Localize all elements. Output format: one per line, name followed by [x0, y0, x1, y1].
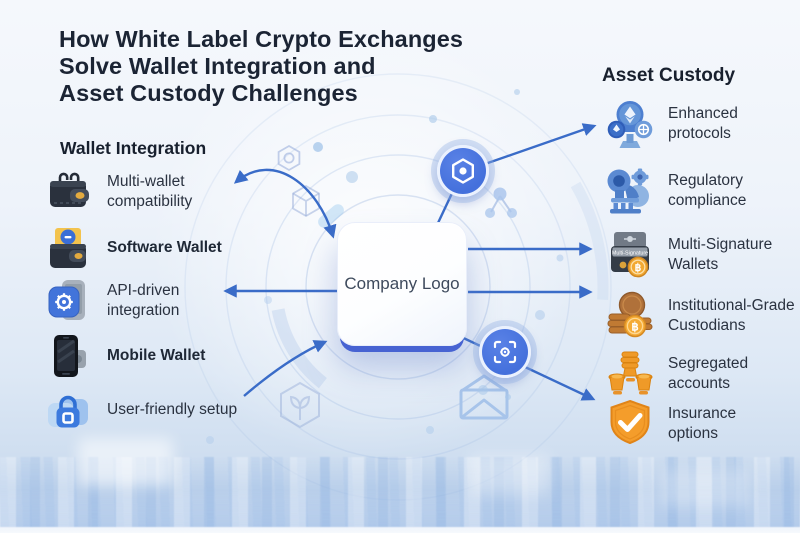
- thick-arc: [269, 158, 527, 416]
- page-title: How White Label Crypto Exchanges Solve W…: [59, 26, 463, 106]
- segregated-accounts-icon: [604, 348, 656, 400]
- item-label: Multi-Signature Wallets: [668, 235, 773, 273]
- multi-signature-band-text: Multi-Signature: [612, 250, 648, 256]
- custody-item-insurance: Insurance options: [604, 398, 736, 450]
- molecule-icon: [485, 187, 517, 218]
- title-line-3: Asset Custody Challenges: [59, 79, 358, 106]
- item-label: User-friendly setup: [107, 400, 238, 418]
- custody-item-regulatory-compliance: Regulatory compliance: [604, 165, 746, 217]
- wallet-item-mobile-wallet: Mobile Wallet: [44, 332, 205, 380]
- item-label: Mobile Wallet: [107, 346, 206, 364]
- item-label: Insurance options: [668, 404, 737, 442]
- user-friendly-setup-icon: [44, 386, 92, 434]
- item-label: API-driven integration: [107, 281, 180, 319]
- item-label: Software Wallet: [107, 238, 222, 256]
- item-label: Regulatory compliance: [668, 171, 747, 209]
- institutional-custodians-icon: ฿: [604, 290, 656, 342]
- texture-smudge: [78, 438, 173, 486]
- multi-wallet-icon: [44, 168, 92, 216]
- wallet-item-user-friendly: User-friendly setup: [44, 386, 237, 434]
- api-integration-icon: [44, 277, 92, 325]
- decor-dots: [206, 89, 564, 444]
- company-logo-box: Company Logo: [337, 222, 467, 346]
- item-label: Segregated accounts: [668, 354, 749, 392]
- hexagon-logo-badge: [437, 145, 489, 197]
- regulatory-compliance-icon: [604, 165, 656, 217]
- hexagon-logo-icon: [451, 158, 474, 184]
- arrow-multi-wallet: [233, 168, 337, 239]
- enhanced-protocols-icon: [604, 98, 656, 150]
- company-logo-label: Company Logo: [344, 274, 460, 293]
- bitcoin-symbol: ฿: [631, 321, 639, 334]
- custody-item-institutional: ฿ Institutional-Grade Custodians: [604, 290, 795, 342]
- item-label: Multi-wallet compatibility: [107, 172, 193, 210]
- texture-smudge: [660, 470, 750, 506]
- custody-item-segregated: Segregated accounts: [604, 348, 748, 400]
- scan-frame-icon: [493, 340, 517, 364]
- scan-frame-badge: [479, 326, 531, 378]
- title-line-1: How White Label Crypto Exchanges: [59, 26, 464, 52]
- texture-smudge: [470, 455, 550, 495]
- asset-custody-heading: Asset Custody: [602, 65, 736, 86]
- wallet-integration-heading: Wallet Integration: [60, 138, 207, 158]
- arrow-user-friendly: [243, 340, 328, 397]
- wallet-item-api-integration: API-driven integration: [44, 277, 179, 325]
- wallet-item-multi-wallet: Multi-wallet compatibility: [44, 168, 192, 216]
- item-label: Enhanced protocols: [668, 104, 738, 142]
- bitcoin-symbol: ฿: [635, 262, 642, 274]
- title-line-2: Solve Wallet Integration and: [59, 52, 376, 79]
- multi-signature-wallets-icon: Multi-Signature ฿: [604, 229, 656, 281]
- custody-item-multi-signature: Multi-Signature ฿ Multi-Signature Wallet…: [604, 229, 772, 281]
- software-wallet-icon: [44, 224, 92, 272]
- custody-item-enhanced-protocols: Enhanced protocols: [604, 98, 738, 150]
- hexagon-sprout-icon: [280, 381, 320, 429]
- wallet-item-software-wallet: Software Wallet: [44, 224, 222, 272]
- item-label: Institutional-Grade Custodians: [668, 296, 795, 334]
- insurance-options-icon: [604, 398, 656, 450]
- mobile-wallet-icon: [44, 332, 92, 380]
- thick-arc-2: [187, 76, 609, 498]
